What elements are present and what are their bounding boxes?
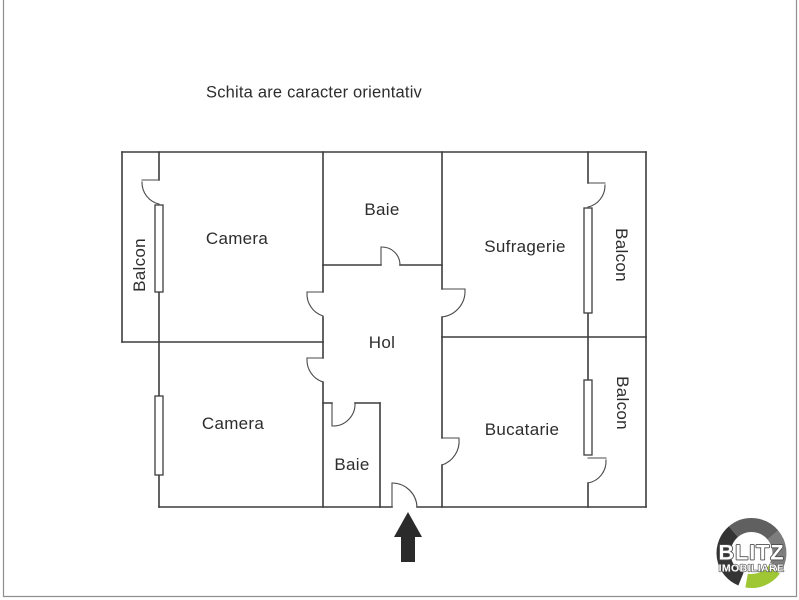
window-balcon-right-bottom [583,379,593,456]
room-label-balcon-right-top: Balcon [612,228,631,282]
door-camera-top [306,291,324,317]
logo-tagline-text: IMOBILIARE [719,563,785,575]
logo-ring-dark-segment [716,526,745,586]
walls [121,151,647,508]
plan-disclaimer-title: Schita are caracter orientativ [205,83,423,102]
door-bucatarie [441,437,460,466]
window-balcon-right-top [583,207,593,314]
logo-brand-text: BLITZ [719,541,785,565]
door-balcon-left [141,179,160,205]
window-balcon-left [154,204,164,293]
logo-ring-green-segment [745,565,780,589]
door-balcon-right-bottom [587,457,607,484]
room-label-bucatarie: Bucatarie [484,420,560,439]
window-camera-bottom [154,395,164,476]
windows [154,204,593,476]
room-label-camera-top: Camera [205,229,269,248]
logo-ring-light-segment [767,530,787,570]
door-baie-bottom [331,402,356,427]
room-label-sufragerie: Sufragerie [484,237,566,256]
doors [141,179,607,508]
room-label-hol: Hol [368,333,396,352]
door-balcon-right-top [587,182,606,208]
entrance-arrow-icon [394,512,422,562]
door-camera-bottom [306,357,324,383]
room-label-camera-bottom: Camera [201,414,265,433]
room-label-balcon-left: Balcon [130,238,149,292]
room-label-baie-bottom: Baie [334,455,370,474]
door-baie-top [380,246,401,266]
logo-ring-mid-segment [729,518,779,540]
blitz-logo: BLITZ IMOBILIARE [716,518,787,589]
room-label-balcon-right-bottom: Balcon [613,376,632,430]
door-entrance [391,482,418,508]
door-sufragerie [441,288,466,318]
room-label-baie-top: Baie [364,200,400,219]
